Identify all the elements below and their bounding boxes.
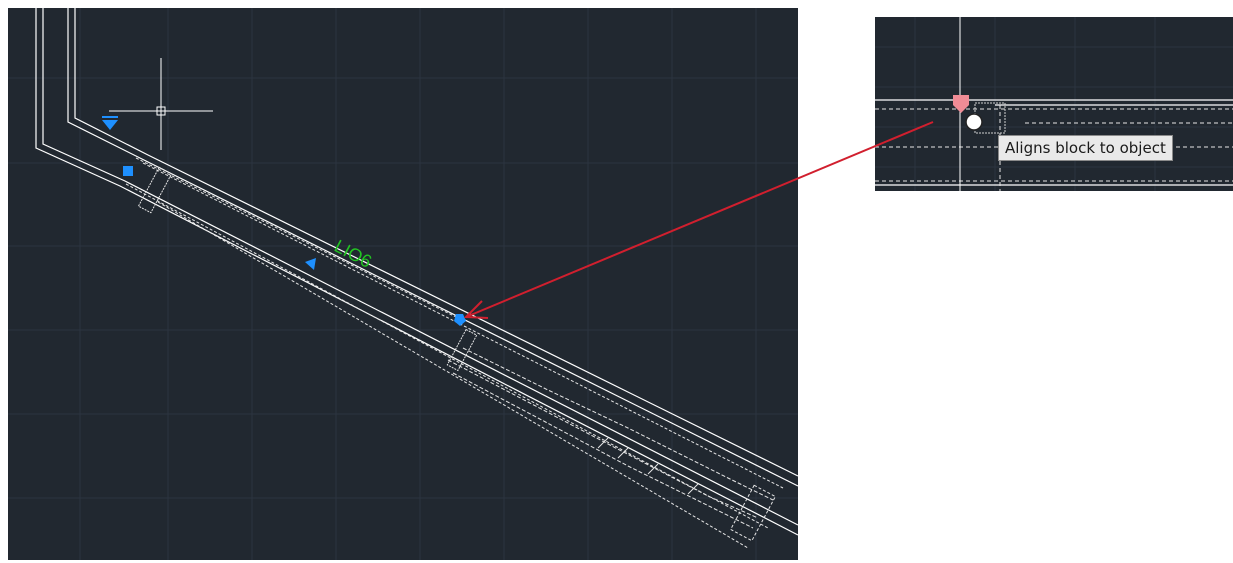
snap-marker-icon — [953, 95, 969, 113]
crosshair-cursor — [109, 58, 213, 150]
align-cursor-icon — [965, 113, 983, 131]
pentagon-grip-icon[interactable] — [454, 314, 466, 326]
pipe-label: LIO6 — [331, 236, 375, 272]
hatched-fittings[interactable] — [137, 166, 777, 542]
tooltip: Aligns block to object — [998, 135, 1173, 161]
inset-canvas — [875, 17, 1233, 191]
drawing-canvas[interactable]: LIO6 — [8, 8, 798, 560]
grid — [8, 8, 798, 560]
pipe-walls[interactable] — [35, 8, 798, 536]
triangle-grip-icon[interactable] — [102, 120, 118, 130]
drawing-viewport[interactable]: LIO6 — [8, 8, 798, 560]
zoom-inset: Aligns block to object — [875, 17, 1233, 191]
pipe-centerlines — [125, 157, 784, 549]
arrow-grip-icon[interactable] — [305, 258, 316, 270]
square-grip-icon[interactable] — [123, 166, 133, 176]
